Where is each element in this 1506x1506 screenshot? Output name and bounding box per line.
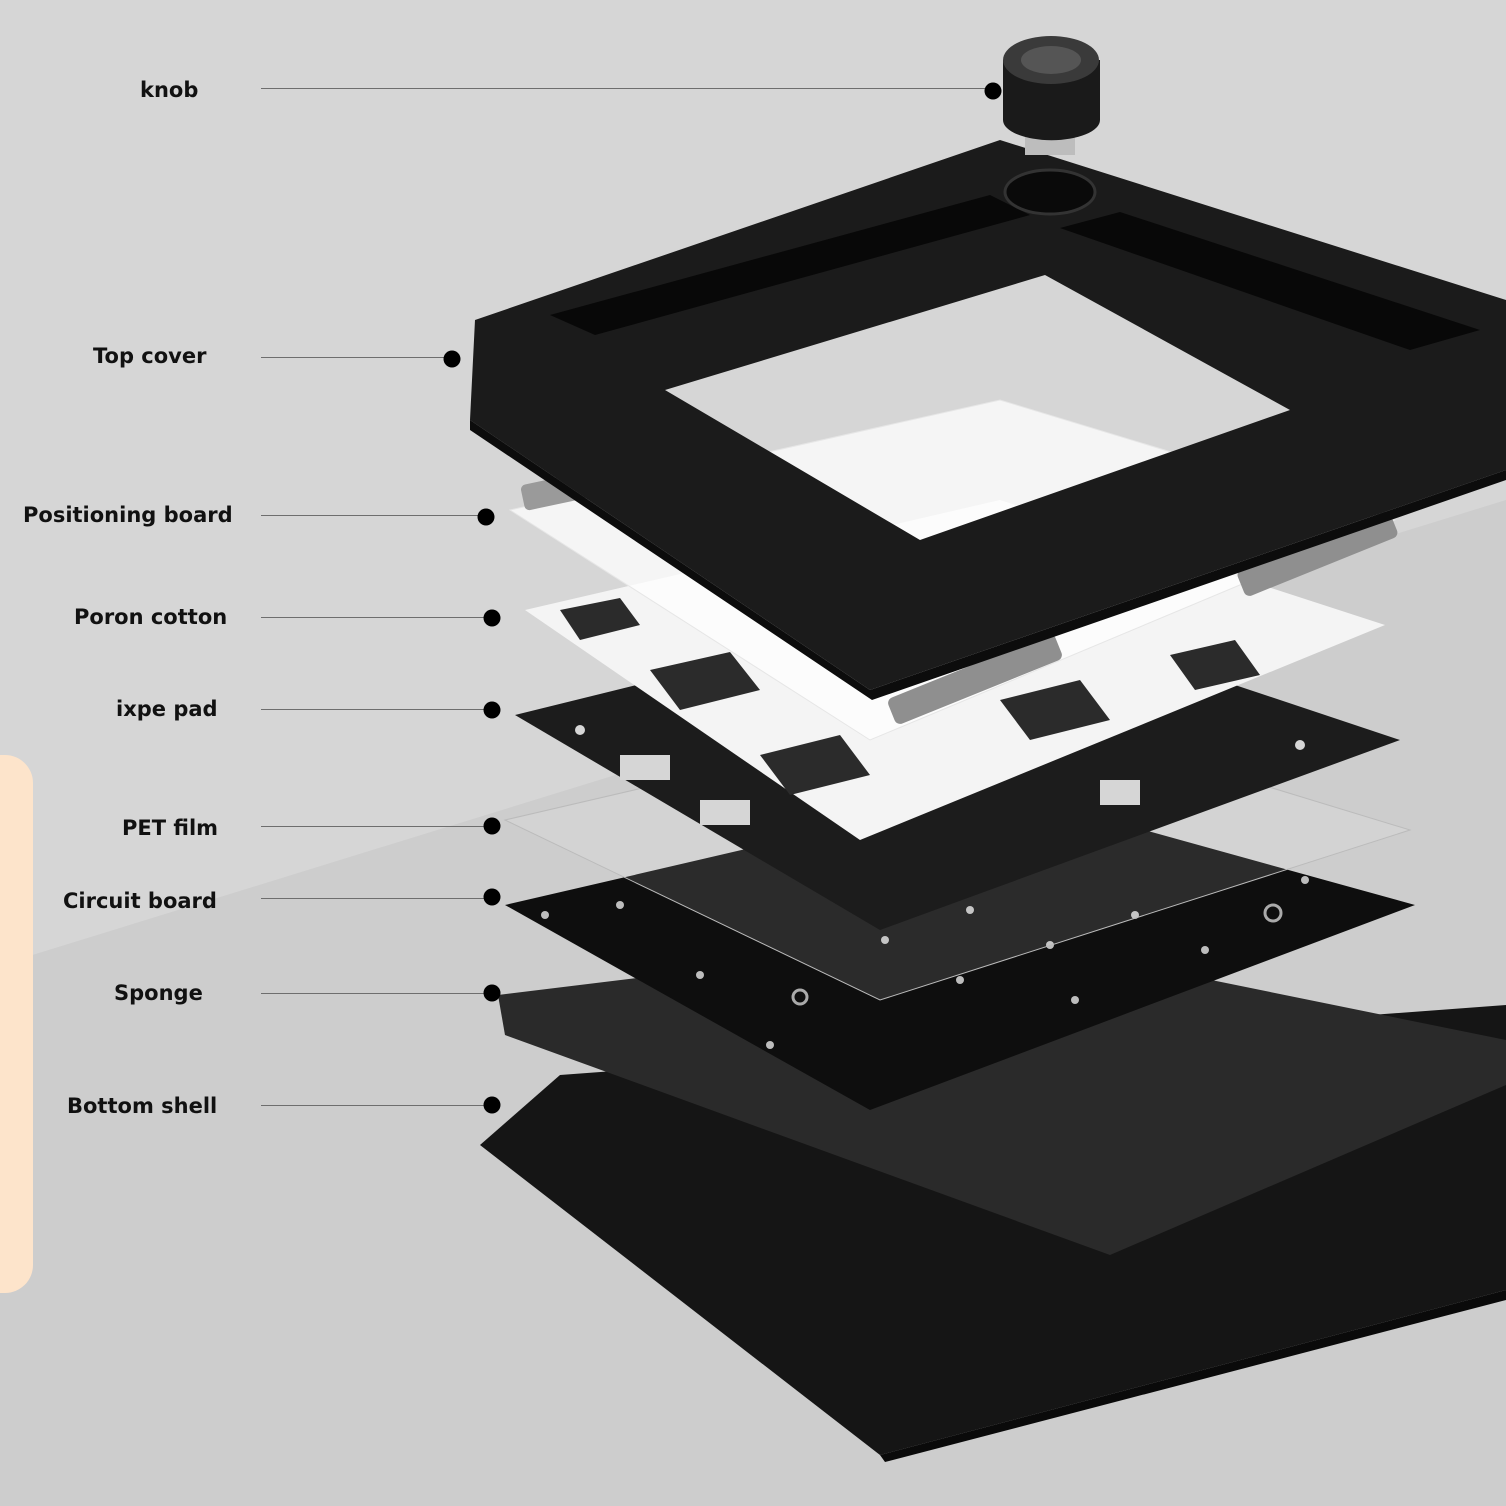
callout-dot-pet-film [483, 817, 501, 835]
leader-line-pet-film [261, 826, 492, 827]
circuit-board-part [505, 790, 1415, 1110]
callout-dot-circuit-board [483, 888, 501, 906]
leader-line-sponge [261, 993, 492, 994]
leader-line-bottom-shell [261, 1105, 492, 1106]
accent-side-panel [0, 755, 33, 1293]
label-circuit-board: Circuit board [63, 889, 217, 913]
leader-line-circuit-board [261, 898, 492, 899]
callout-dot-positioning-board [477, 508, 495, 526]
callout-dot-bottom-shell [483, 1096, 501, 1114]
callout-dot-ixpe-pad [483, 701, 501, 719]
label-bottom-shell: Bottom shell [67, 1094, 218, 1118]
callout-dot-top-cover [443, 350, 461, 368]
leader-line-top-cover [261, 357, 452, 358]
callout-dot-poron-cotton [483, 609, 501, 627]
callout-dot-knob [984, 82, 1002, 100]
label-ixpe-pad: ixpe pad [116, 697, 218, 721]
label-pet-film: PET film [122, 816, 219, 840]
label-poron-cotton: Poron cotton [74, 605, 228, 629]
callout-dot-sponge [483, 984, 501, 1002]
label-knob: knob [140, 78, 199, 102]
label-top-cover: Top cover [93, 344, 207, 368]
leader-line-ixpe-pad [261, 709, 492, 710]
knob-part [1003, 36, 1100, 155]
leader-line-knob [261, 88, 993, 89]
label-positioning-board: Positioning board [23, 503, 233, 527]
leader-line-positioning-board [261, 515, 486, 516]
label-sponge: Sponge [114, 981, 203, 1005]
leader-line-poron-cotton [261, 617, 492, 618]
